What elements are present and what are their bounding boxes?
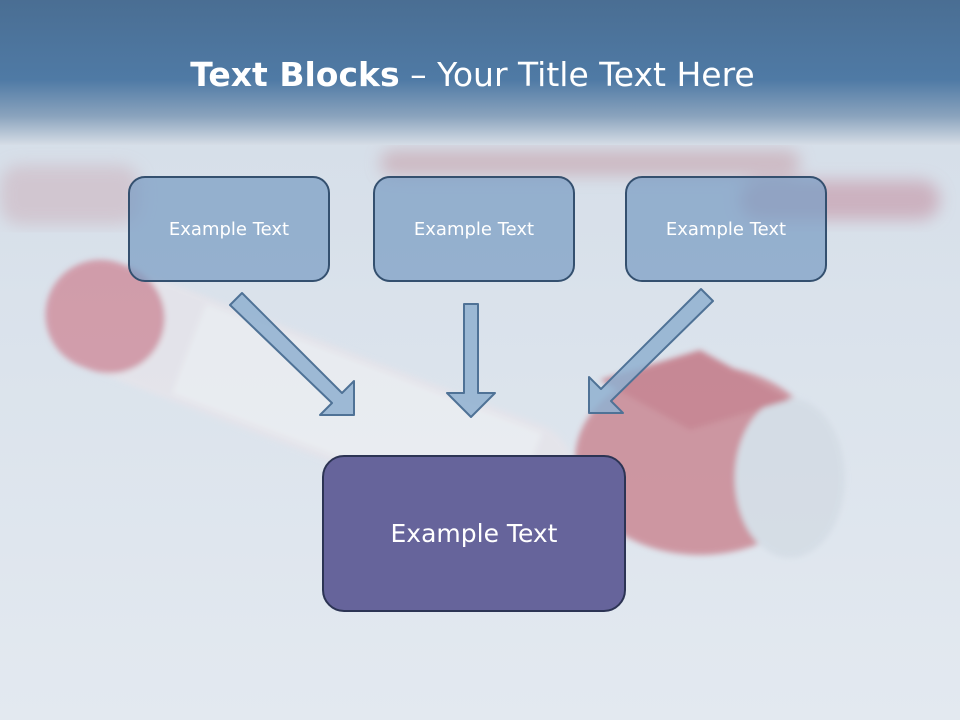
text-block-bottom-label: Example Text [390,519,558,548]
text-block-right[interactable]: Example Text [625,176,827,282]
arrow-center-down[interactable] [446,303,496,418]
arrow-right-diagonal[interactable] [588,288,714,414]
text-block-right-label: Example Text [665,218,787,240]
slide-title[interactable]: Text Blocks – Your Title Text Here [0,52,945,98]
title-bold-text: Text Blocks [190,55,400,94]
arrow-left-diagonal[interactable] [229,292,355,416]
text-block-center[interactable]: Example Text [373,176,575,282]
header-band [0,0,960,145]
text-block-left[interactable]: Example Text [128,176,330,282]
text-block-left-label: Example Text [168,218,290,240]
title-rest-text: – Your Title Text Here [399,55,755,94]
text-block-center-label: Example Text [413,218,535,240]
text-block-bottom[interactable]: Example Text [322,455,626,612]
